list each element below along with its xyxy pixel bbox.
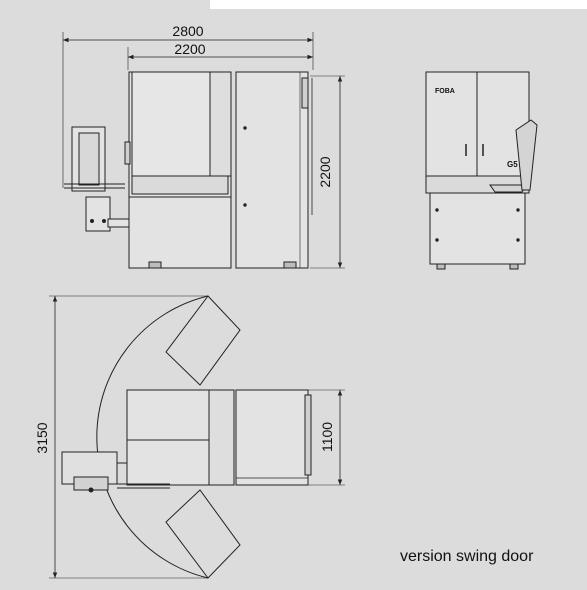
brand-logo-plate [434, 86, 456, 96]
top-view [61, 295, 312, 579]
dim-swing-depth: 3150 [34, 422, 50, 453]
side-dimensions [62, 37, 343, 268]
caption: version swing door [400, 548, 534, 565]
brand-logo: FOBA [435, 88, 455, 95]
top-white-strip [210, 0, 587, 9]
side-view [62, 32, 345, 269]
model-label: G5 [507, 160, 518, 169]
dim-body-width: 2200 [174, 41, 205, 57]
front-view [425, 71, 538, 270]
dim-overall-width: 2800 [172, 23, 203, 39]
dim-height: 2200 [317, 156, 333, 187]
top-dimensions [49, 295, 345, 579]
dim-body-depth: 1100 [319, 422, 335, 452]
